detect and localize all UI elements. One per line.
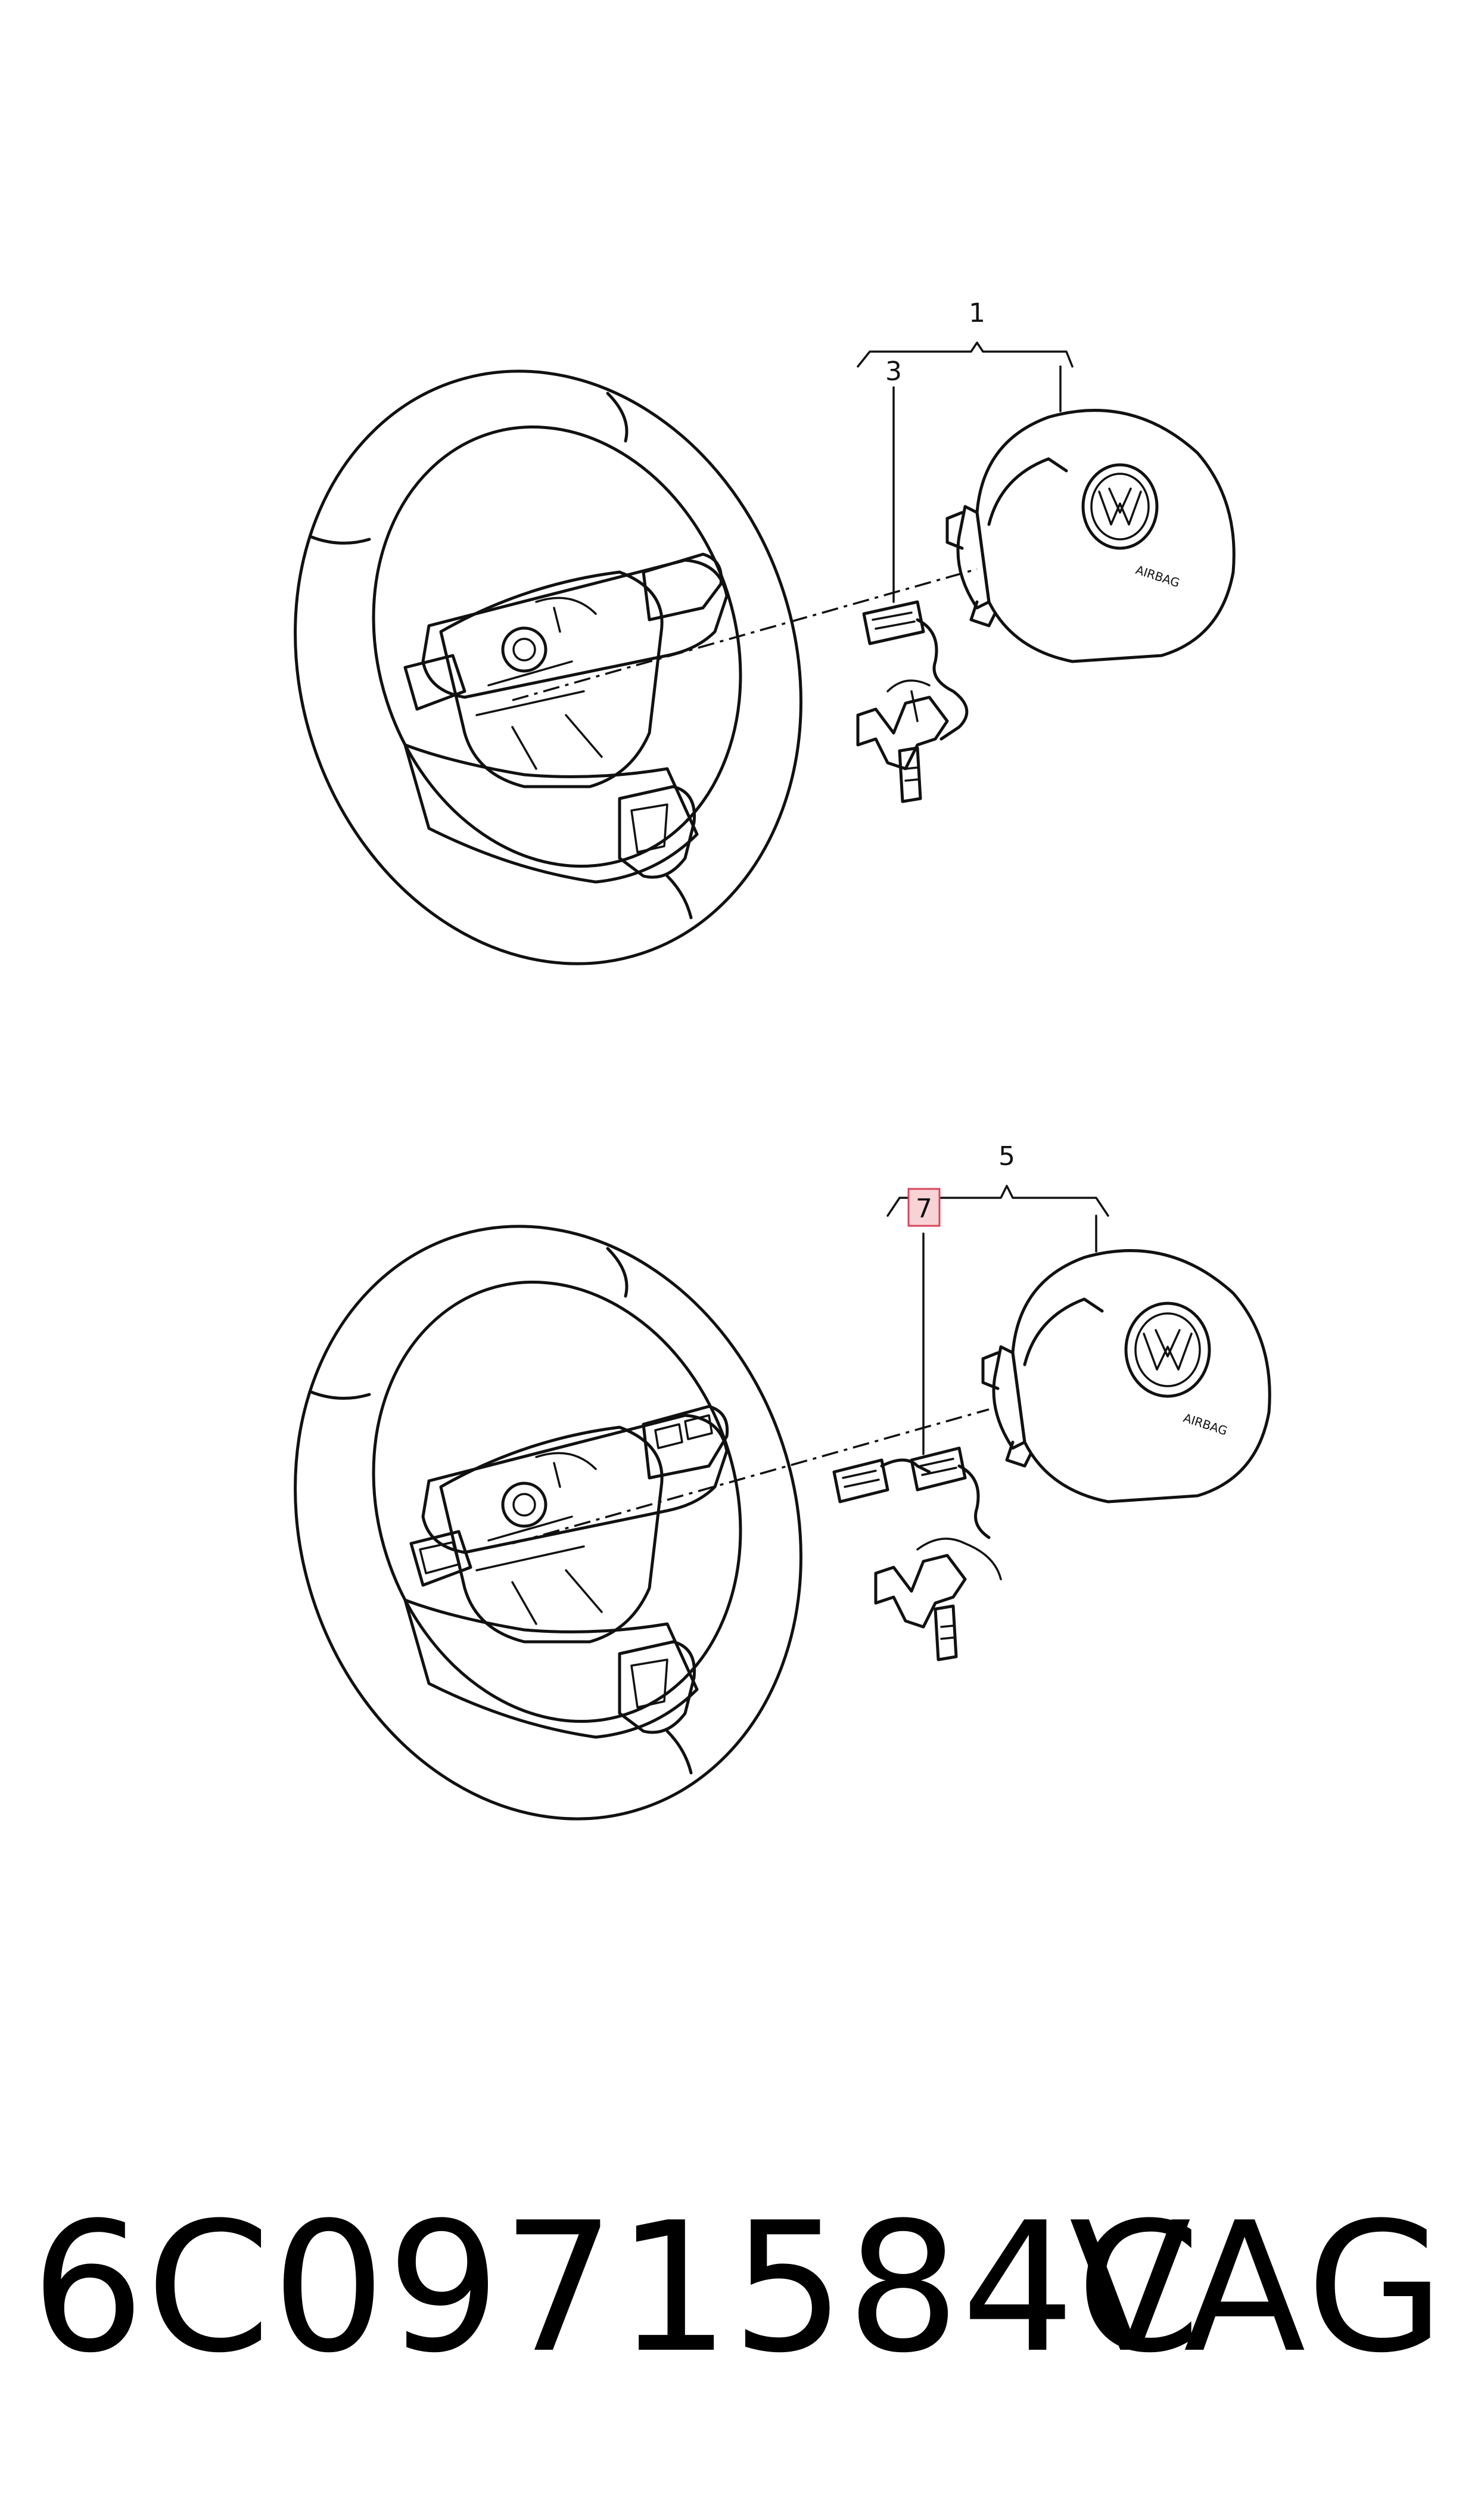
callout-5: 5 bbox=[998, 1141, 1015, 1172]
callout-lines-top bbox=[857, 341, 1074, 603]
callout-lines-bottom bbox=[886, 1185, 1109, 1455]
brand-label: VAG bbox=[1069, 2184, 1448, 2392]
part-number: 6C0971584C bbox=[31, 2184, 1202, 2392]
callout-3: 3 bbox=[885, 356, 902, 387]
top-assembly: AIRBAG 1 3 bbox=[294, 298, 1236, 965]
callout-1: 1 bbox=[969, 298, 985, 328]
assembly-axis-line-bottom bbox=[512, 1408, 990, 1545]
airbag-module-top: AIRBAG bbox=[945, 409, 1236, 663]
airbag-label-top: AIRBAG bbox=[1134, 563, 1181, 590]
steering-wheel-bottom bbox=[294, 1225, 802, 1821]
clock-spring-top bbox=[856, 600, 969, 803]
callout-7: 7 bbox=[916, 1194, 932, 1224]
vw-logo-icon bbox=[1081, 463, 1159, 550]
airbag-label-bottom: AIRBAG bbox=[1181, 1411, 1229, 1438]
vw-logo-bottom-icon bbox=[1124, 1302, 1211, 1398]
assembly-axis-line-top bbox=[512, 568, 978, 701]
callout-7-highlight bbox=[907, 1188, 941, 1227]
bottom-assembly: AIRBAG 5 7 bbox=[294, 1141, 1271, 1821]
clock-spring-bottom bbox=[832, 1446, 1002, 1661]
airbag-module-bottom: AIRBAG bbox=[981, 1249, 1271, 1504]
steering-wheel-top bbox=[294, 369, 802, 965]
